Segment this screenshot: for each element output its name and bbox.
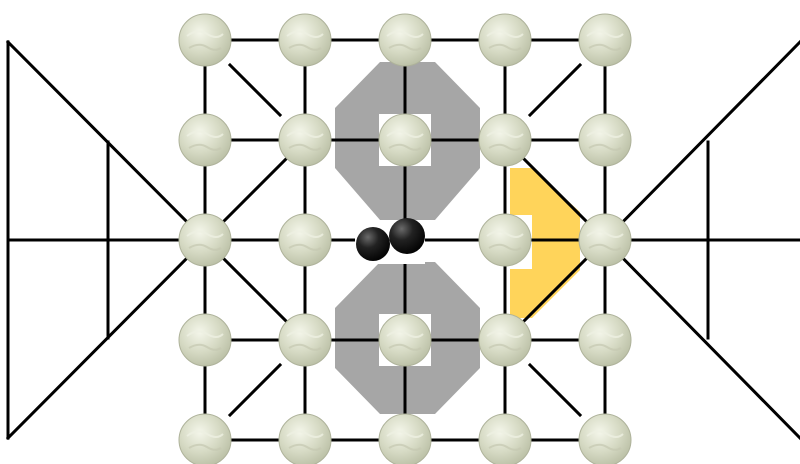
pearl-piece[interactable] [378,313,432,367]
pearl-piece[interactable] [178,313,232,367]
pearl-piece[interactable] [478,213,532,267]
pearl-piece[interactable] [378,113,432,167]
pearl-piece[interactable] [578,13,632,67]
pearl-piece[interactable] [178,213,232,267]
black-piece[interactable] [355,218,425,264]
pearl-piece[interactable] [478,13,532,67]
pearl-piece[interactable] [278,213,332,267]
pearl-piece[interactable] [278,313,332,367]
pearl-piece[interactable] [378,13,432,67]
pearl-piece[interactable] [378,413,432,464]
pieces-layer [178,13,632,464]
pearl-piece[interactable] [178,113,232,167]
pearl-piece[interactable] [478,113,532,167]
pearl-piece[interactable] [278,113,332,167]
pearl-piece[interactable] [278,413,332,464]
pearl-piece[interactable] [578,113,632,167]
pearl-piece[interactable] [178,13,232,67]
pearl-piece[interactable] [478,313,532,367]
pearl-piece[interactable] [578,213,632,267]
pearl-piece[interactable] [478,413,532,464]
pearl-piece[interactable] [578,313,632,367]
pearl-piece[interactable] [578,413,632,464]
pearl-piece[interactable] [178,413,232,464]
pearl-piece[interactable] [278,13,332,67]
